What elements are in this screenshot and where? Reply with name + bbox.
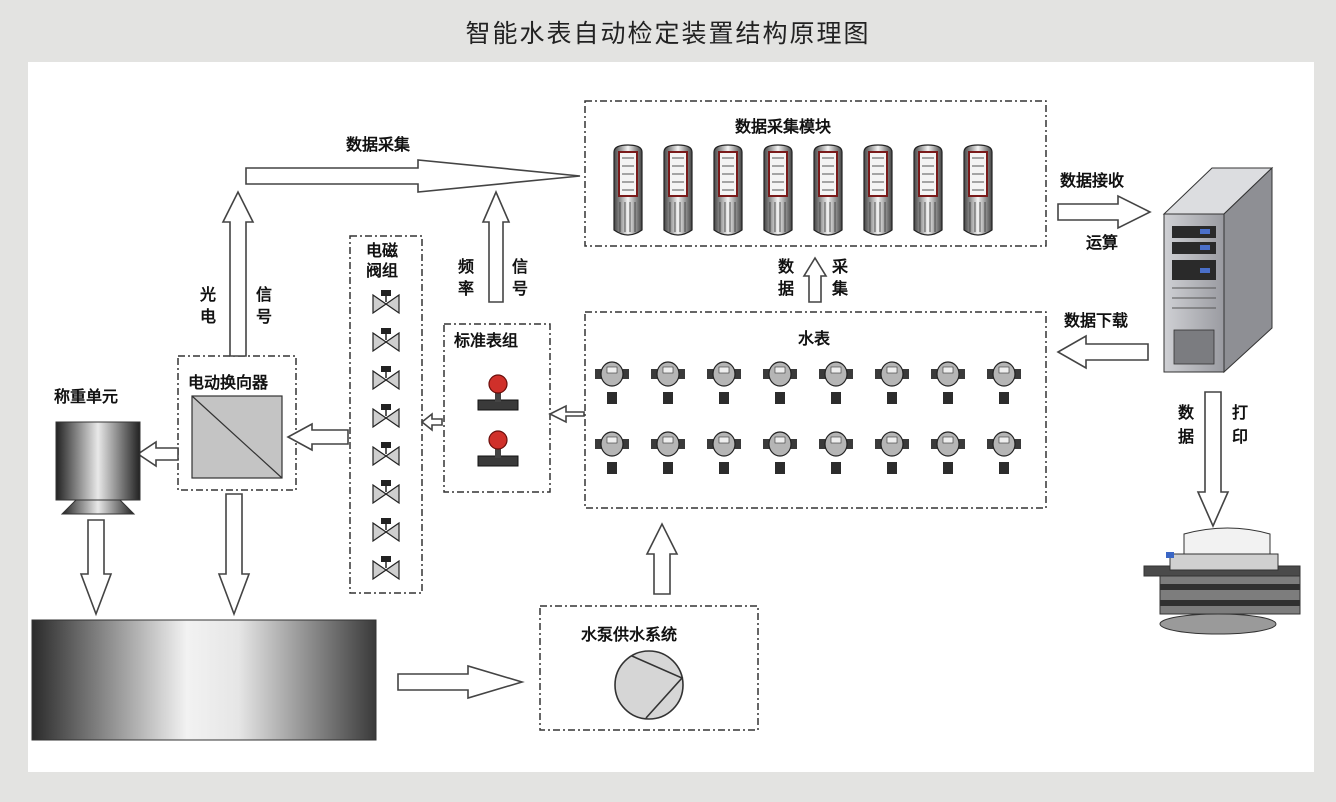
pump-icon <box>614 650 684 720</box>
data-acq-arrow <box>245 159 581 193</box>
freq-label-1: 频 <box>458 257 474 276</box>
valve-group-label-2: 阀组 <box>366 261 398 280</box>
solenoid-valve-icon <box>372 556 400 581</box>
diagram-panel: 数据采集 数据采集模块 数据接收 运算 数据下载 电磁 阀组 频 率 信 号 光… <box>28 62 1314 772</box>
solenoid-valve-icon <box>372 480 400 505</box>
std-meter-group-label: 标准表组 <box>453 331 518 350</box>
freq-signal-arrow <box>481 189 511 303</box>
acq-module-title: 数据采集模块 <box>735 117 832 136</box>
water-tank-icon <box>31 619 377 741</box>
printer-icon <box>1143 527 1301 635</box>
water-meter-icon <box>595 361 629 404</box>
meter-label: 水表 <box>798 329 831 348</box>
reversing-to-weighing-arrow <box>136 440 179 468</box>
server-icon <box>1162 166 1274 374</box>
standard-meters <box>477 374 519 467</box>
meter-to-std-arrow <box>548 404 585 424</box>
water-meter-icon <box>763 431 797 474</box>
pump-to-meter-arrow <box>645 522 679 595</box>
water-meter-icon <box>707 431 741 474</box>
print-data-label-2: 据 <box>1178 427 1194 446</box>
water-meter-icon <box>651 431 685 474</box>
acq-module-icon <box>663 144 693 236</box>
solenoid-valve-icon <box>372 290 400 315</box>
acq-module-icon <box>863 144 893 236</box>
water-meter-icon <box>931 361 965 404</box>
reversing-down-arrow <box>217 493 251 617</box>
water-meter-icon <box>819 361 853 404</box>
water-meter-icon <box>595 431 629 474</box>
optical-label-1: 光 <box>199 285 216 304</box>
optical-signal-label-2: 号 <box>256 307 272 326</box>
standard-meter-icon <box>477 430 519 467</box>
solenoid-valve-icon <box>372 366 400 391</box>
diagram-title: 智能水表自动检定装置结构原理图 <box>465 19 871 48</box>
water-meter-icon <box>987 361 1021 404</box>
valve-group-label-1: 电磁 <box>366 241 398 260</box>
optical-signal-arrow <box>221 190 255 357</box>
collect-v-label-2: 集 <box>831 279 849 298</box>
solenoid-valve-icon <box>372 442 400 467</box>
print-label-1: 打 <box>1232 403 1248 422</box>
acq-modules <box>613 144 993 236</box>
weighing-label: 称重单元 <box>54 387 118 406</box>
water-meter-icon <box>763 361 797 404</box>
data-download-label: 数据下载 <box>1064 311 1128 330</box>
optical-signal-label-1: 信 <box>256 285 272 304</box>
data-v-label-2: 据 <box>778 279 794 298</box>
water-meter-icon <box>875 361 909 404</box>
print-arrow <box>1196 391 1230 528</box>
valve-group-box <box>349 235 423 594</box>
acq-module-icon <box>763 144 793 236</box>
water-meter-icon <box>931 431 965 474</box>
signal-label-2: 号 <box>512 279 528 298</box>
optical-label-2: 电 <box>200 307 216 326</box>
solenoid-valve-icon <box>372 518 400 543</box>
water-meter-icon <box>987 431 1021 474</box>
pump-box <box>539 605 759 731</box>
std-meter-box <box>443 323 551 493</box>
structure-diagram: 数据采集 数据采集模块 数据接收 运算 数据下载 电磁 阀组 频 率 信 号 光… <box>31 100 1301 741</box>
water-meter-icon <box>819 431 853 474</box>
solenoid-valve-icon <box>372 328 400 353</box>
reversing-device-icon <box>191 395 283 479</box>
std-to-valve-arrow <box>420 412 443 432</box>
reversing-box <box>177 355 297 491</box>
data-acq-label: 数据采集 <box>346 135 411 154</box>
acq-module-icon <box>913 144 943 236</box>
tank-to-pump-arrow <box>397 664 525 700</box>
collect-up-arrow <box>802 256 828 303</box>
data-receive-arrow <box>1057 194 1152 230</box>
compute-label: 运算 <box>1086 233 1118 252</box>
water-meters <box>595 361 1021 474</box>
acq-module-icon <box>613 144 643 236</box>
solenoid-valves <box>372 290 400 581</box>
signal-label-1: 信 <box>512 257 528 276</box>
reversing-label: 电动换向器 <box>188 373 269 392</box>
water-meter-icon <box>875 431 909 474</box>
valve-to-reversing-arrow <box>286 422 349 452</box>
data-receive-label: 数据接收 <box>1060 171 1124 190</box>
print-label-2: 印 <box>1232 427 1248 446</box>
data-v-label-1: 数 <box>778 257 795 276</box>
acq-module-icon <box>813 144 843 236</box>
meter-box <box>584 311 1047 509</box>
pump-label: 水泵供水系统 <box>581 625 677 644</box>
acq-module-box <box>584 100 1047 247</box>
print-data-label-1: 数 <box>1178 403 1195 422</box>
water-meter-icon <box>707 361 741 404</box>
collect-v-label-1: 采 <box>831 257 848 276</box>
water-meter-icon <box>651 361 685 404</box>
acq-module-icon <box>963 144 993 236</box>
solenoid-valve-icon <box>372 404 400 429</box>
data-download-arrow <box>1056 334 1149 370</box>
acq-module-icon <box>713 144 743 236</box>
weighing-unit-icon <box>55 421 141 515</box>
freq-label-2: 率 <box>458 279 474 298</box>
standard-meter-icon <box>477 374 519 411</box>
weighing-down-arrow <box>79 519 113 617</box>
